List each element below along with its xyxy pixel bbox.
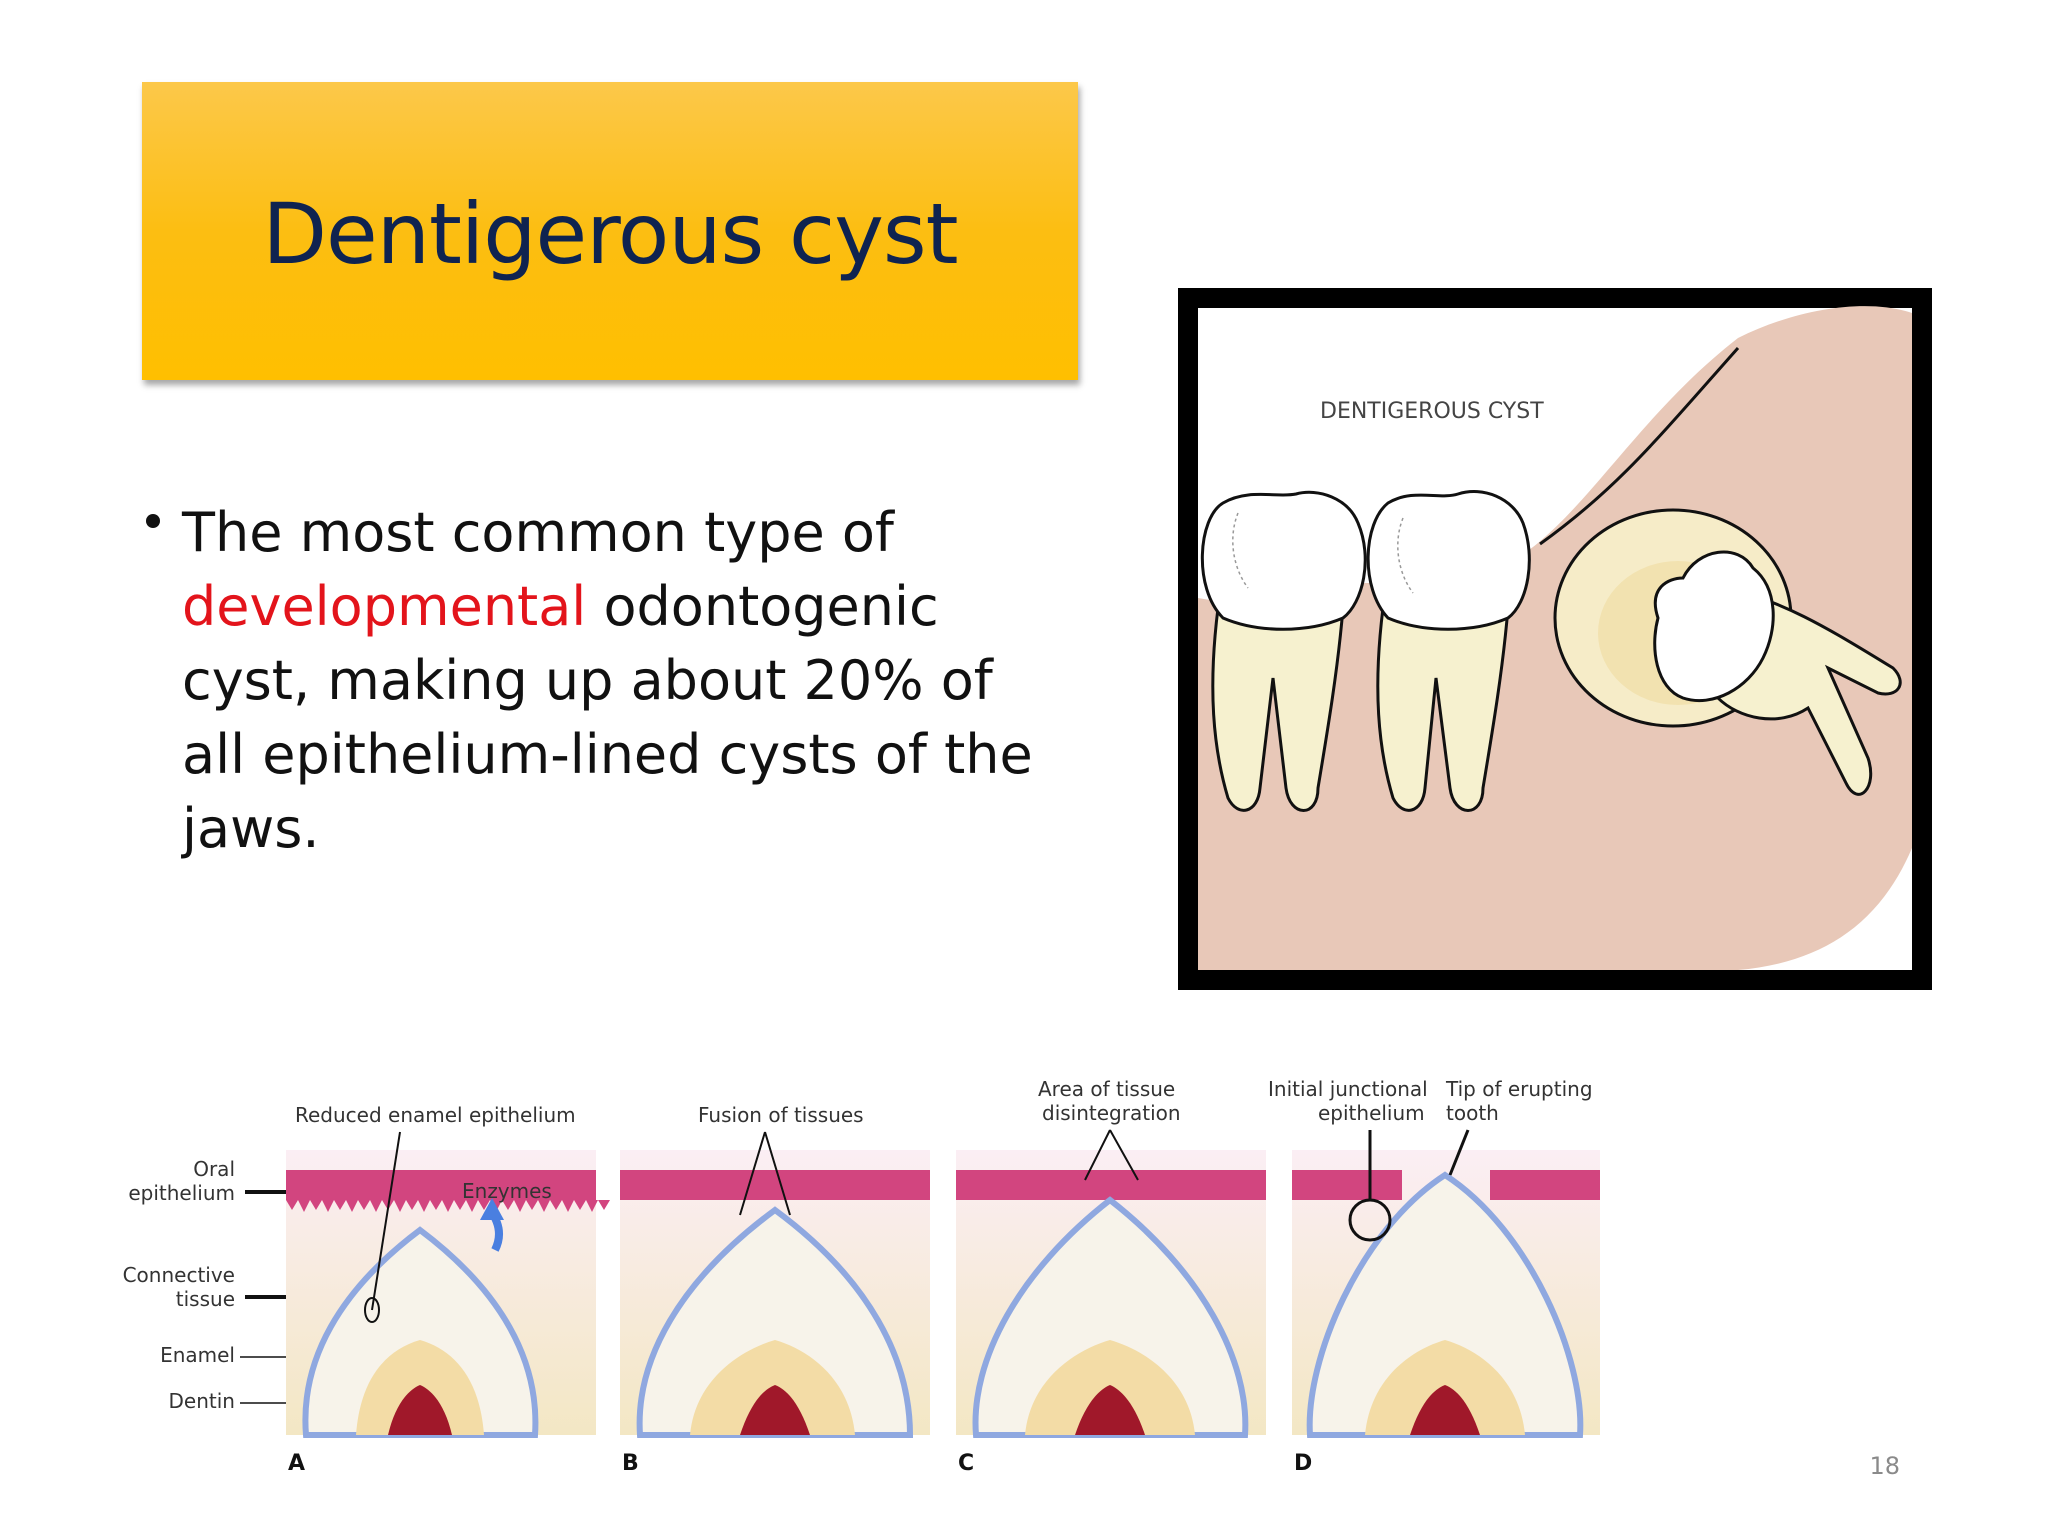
page-number: 18: [1869, 1452, 1900, 1480]
label-junctional-line2: epithelium: [1318, 1101, 1425, 1125]
bullet-text-part2: odontogenic cyst, making up about 20% of…: [182, 575, 1033, 860]
panel-c-label: C: [958, 1451, 974, 1476]
label-oral-line1: Oral: [193, 1157, 235, 1181]
label-enamel: Enamel: [160, 1343, 235, 1367]
panel-a-label: A: [288, 1451, 305, 1476]
label-junctional-line1: Initial junctional: [1268, 1077, 1428, 1101]
panel-c: C: [956, 1129, 1266, 1476]
bullet-text-part1: The most common type of: [182, 501, 894, 564]
label-tip-line1: Tip of erupting: [1445, 1077, 1593, 1101]
label-fusion-of-tissues: Fusion of tissues: [698, 1103, 864, 1127]
panel-b: B: [620, 1131, 930, 1476]
bullet-highlight: developmental: [182, 575, 587, 638]
panel-a: Enzymes A: [286, 1131, 610, 1476]
panel-b-label: B: [622, 1451, 639, 1476]
bullet-dot: [146, 514, 160, 528]
panel-d: D: [1292, 1129, 1600, 1476]
panel-d-label: D: [1294, 1451, 1312, 1476]
label-connective-line2: tissue: [176, 1287, 235, 1311]
slide-title: Dentigerous cyst: [262, 185, 958, 283]
title-box: Dentigerous cyst: [142, 82, 1078, 380]
dentigerous-cyst-illustration: DENTIGEROUS CYST: [1178, 288, 1932, 990]
bullet-item: The most common type of developmental od…: [182, 496, 1062, 866]
label-tip-line2: tooth: [1446, 1101, 1499, 1125]
label-connective-line1: Connective: [123, 1263, 235, 1287]
tooth-eruption-diagram: Reduced enamel epithelium Fusion of tiss…: [123, 1077, 1600, 1476]
label-reduced-enamel-epithelium: Reduced enamel epithelium: [295, 1103, 576, 1127]
cyst-figure-label: DENTIGEROUS CYST: [1320, 399, 1544, 424]
label-oral-line2: epithelium: [128, 1181, 235, 1205]
label-enzymes: Enzymes: [462, 1179, 552, 1203]
label-area-line2: disintegration: [1042, 1101, 1181, 1125]
label-dentin: Dentin: [169, 1389, 235, 1413]
label-area-line1: Area of tissue: [1038, 1077, 1175, 1101]
